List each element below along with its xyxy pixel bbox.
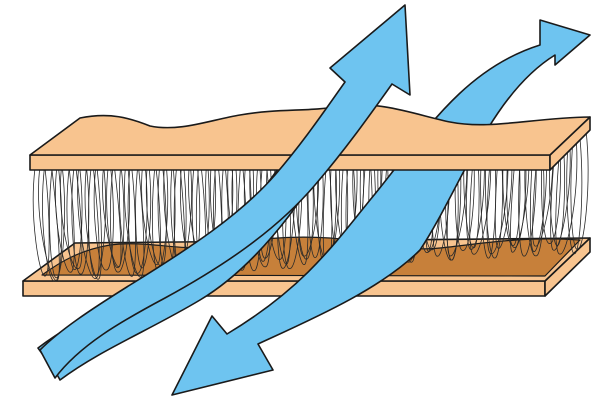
fiber-loop <box>566 130 583 255</box>
fiber-loop <box>49 166 65 279</box>
fiber-loop <box>509 134 530 253</box>
fiber-loop <box>532 132 554 247</box>
fiber-loop <box>307 148 324 258</box>
fiber-loop <box>32 167 50 277</box>
fiber-loop <box>66 165 83 270</box>
upward-left-arrow <box>39 4 411 379</box>
fiber-loop <box>570 129 589 250</box>
fiber-loop <box>106 162 125 268</box>
fiber-loop <box>84 164 102 280</box>
fiber-loop <box>485 136 503 259</box>
fiber-loop <box>494 135 513 249</box>
fiber-loop <box>55 166 75 273</box>
fiber-loop <box>518 133 537 257</box>
fiber-loop <box>135 160 152 269</box>
fiber-loop <box>555 130 578 255</box>
fiber-loop <box>102 163 122 267</box>
fiber-loop <box>550 131 571 251</box>
fiber-loop <box>141 160 161 265</box>
fiber-loop <box>124 161 145 278</box>
fiber-loop <box>529 132 547 252</box>
fiber-loop <box>469 136 492 255</box>
fiber-loop <box>541 131 561 244</box>
fiber-loop <box>77 164 100 279</box>
fiber-loop <box>119 161 136 277</box>
fiber-loop <box>502 134 521 246</box>
fiber-loop <box>93 163 114 271</box>
fiber-loop <box>59 165 83 270</box>
fiber-loop <box>88 163 106 276</box>
fiber-loop <box>524 133 545 257</box>
fiber-loop <box>549 131 565 246</box>
fiber-loop <box>110 162 130 273</box>
fiber-loop <box>506 134 527 248</box>
fiber-loop <box>480 136 497 259</box>
